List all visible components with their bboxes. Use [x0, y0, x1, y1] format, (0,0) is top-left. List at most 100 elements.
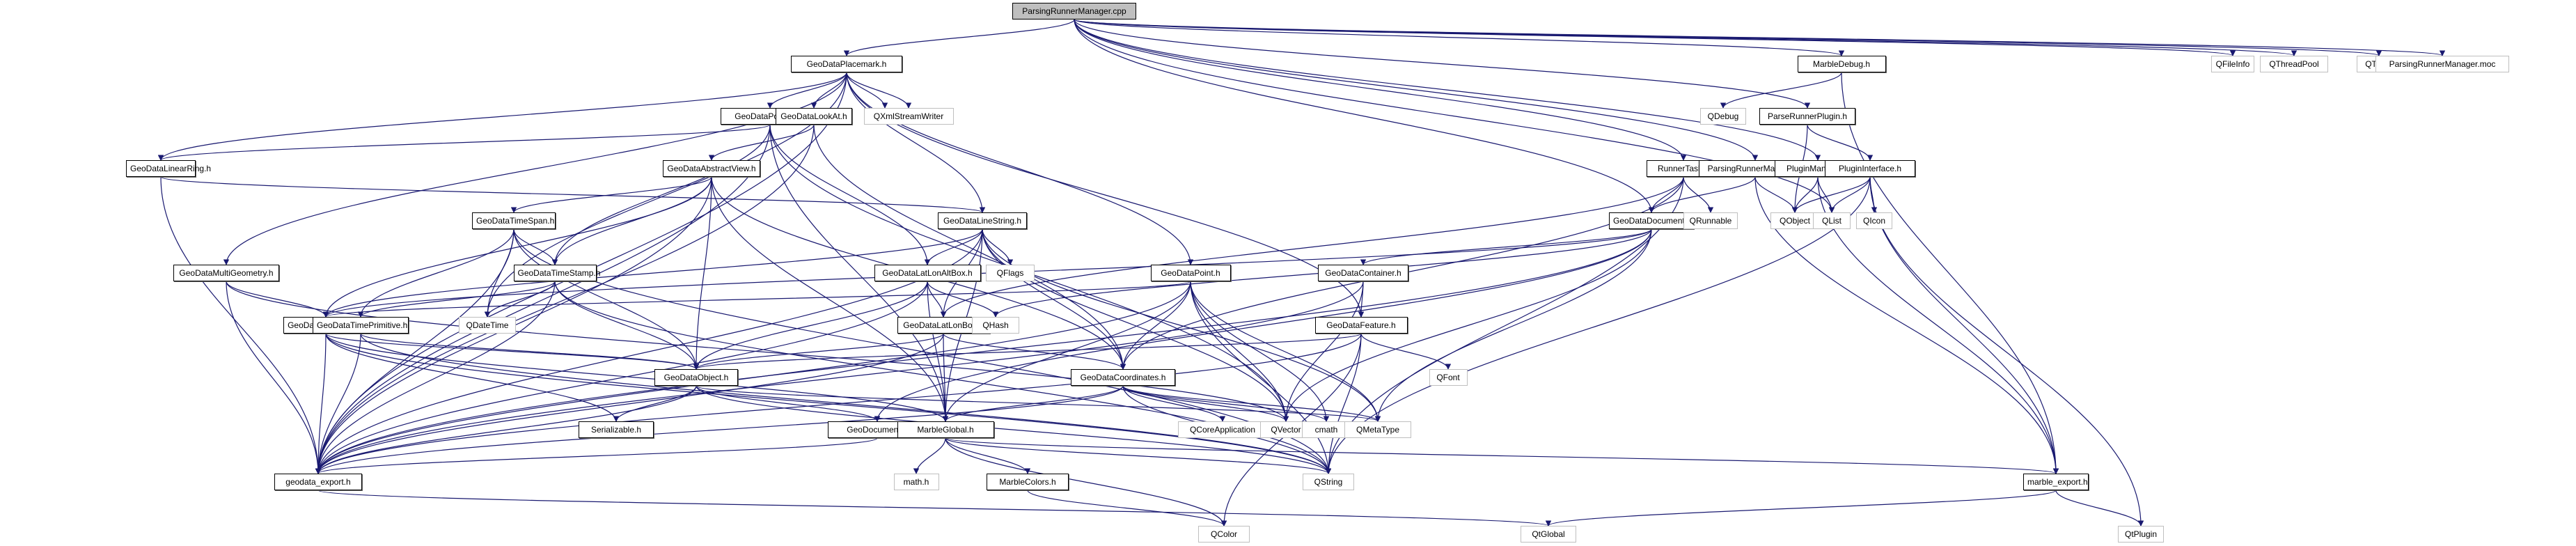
node-cmath: cmath — [1302, 421, 1351, 438]
node-linearring[interactable]: GeoDataLinearRing.h — [126, 160, 211, 177]
node-qfileinfo: QFileInfo — [2211, 56, 2254, 72]
node-serializable[interactable]: Serializable.h — [579, 421, 654, 438]
edge-polygon-to-timestamp — [551, 124, 771, 265]
edge-object-to-serializable — [613, 385, 697, 422]
node-root[interactable]: ParsingRunnerManager.cpp — [1012, 3, 1136, 20]
edge-parsingrunnermanager-to-document — [1648, 176, 1756, 213]
edge-latlonaltbox-to-latlonbox — [927, 281, 947, 318]
edge-marbleglobal-to-qcolor — [945, 437, 1227, 526]
edge-marbleglobal-to-mathh — [913, 437, 946, 474]
node-qtglobal: QtGlobal — [1521, 526, 1576, 543]
node-marbleglobal[interactable]: MarbleGlobal.h — [897, 421, 994, 438]
edge-multigeometry-to-geodataexport — [226, 281, 322, 474]
node-qxml: QXmlStreamWriter — [863, 108, 954, 125]
node-qobject: QObject — [1770, 212, 1819, 229]
edge-document-to-geodataexport — [315, 228, 1652, 474]
edge-placemark-to-linearring — [157, 72, 847, 161]
node-qstring: QString — [1303, 474, 1354, 490]
edge-root-to-runnertask — [1074, 19, 1687, 161]
edge-point-to-qmetatype — [1190, 281, 1381, 422]
node-parserunnerplugin[interactable]: ParseRunnerPlugin.h — [1759, 108, 1855, 125]
edge-coordinates-to-geodataexport — [315, 385, 1124, 474]
node-marbledebug[interactable]: MarbleDebug.h — [1797, 56, 1886, 72]
edge-timespan-to-timeprimitive — [357, 228, 515, 318]
edge-root-to-marbledebug — [1074, 19, 1844, 56]
node-qthreadpool: QThreadPool — [2260, 56, 2328, 72]
edge-abstractview-to-timespan — [510, 176, 712, 213]
node-point[interactable]: GeoDataPoint.h — [1150, 265, 1231, 281]
node-qmetatype: QMetaType — [1344, 421, 1411, 438]
edge-document-to-qvector — [1282, 228, 1652, 422]
node-object[interactable]: GeoDataObject.h — [654, 369, 738, 386]
node-timespan[interactable]: GeoDataTimeSpan.h — [472, 212, 556, 229]
edge-document-to-container — [1360, 228, 1652, 265]
edge-pluginmanager-to-marbleexport — [1817, 176, 2059, 474]
edge-timestamp-to-geodataexport — [315, 281, 556, 474]
edge-marbleexport-to-qtplugin — [2055, 490, 2144, 526]
node-abstractview[interactable]: GeoDataAbstractView.h — [663, 160, 760, 177]
edge-plugininterface-to-qtplugin — [1869, 176, 2144, 526]
node-mathh: math.h — [893, 474, 939, 490]
edge-feature-to-object — [693, 333, 1362, 370]
node-multigeometry[interactable]: GeoDataMultiGeometry.h — [173, 265, 279, 281]
node-timeprimitive[interactable]: GeoDataTimePrimitive.h — [313, 317, 409, 334]
node-plugininterface[interactable]: PluginInterface.h — [1825, 160, 1915, 177]
node-container[interactable]: GeoDataContainer.h — [1318, 265, 1408, 281]
edge-runnertask-to-qrunnable — [1683, 176, 1714, 213]
node-document[interactable]: GeoDataDocument.h — [1609, 212, 1694, 229]
node-linestring[interactable]: GeoDataLineString.h — [938, 212, 1027, 229]
edge-polygon-to-marbleglobal — [769, 124, 949, 422]
edge-object-to-geodataexport — [315, 385, 697, 474]
edge-plugininterface-to-qobject — [1791, 176, 1871, 213]
edge-latlonaltbox-to-geodataexport — [315, 281, 928, 474]
edge-coordinates-to-qvector — [1122, 385, 1289, 422]
node-lookat[interactable]: GeoDataLookAt.h — [776, 108, 852, 125]
node-qcoreapp: QCoreApplication — [1177, 421, 1268, 438]
edge-geodataexport-to-qtglobal — [317, 490, 1551, 526]
edge-linestring-to-qvector — [982, 228, 1289, 422]
edge-parsingrunnermanager-to-qobject — [1754, 176, 1798, 213]
edge-lookat-to-geodataexport — [315, 124, 815, 474]
node-qicon: QIcon — [1856, 212, 1892, 229]
edge-multigeometry-to-geometry — [226, 281, 329, 318]
edge-parserunnerplugin-to-plugininterface — [1807, 124, 1874, 161]
edge-marbledebug-to-qdebug — [1720, 72, 1842, 109]
edge-coordinates-to-cmath — [1122, 385, 1330, 422]
node-coordinates[interactable]: GeoDataCoordinates.h — [1071, 369, 1175, 386]
edge-polygon-to-linearring — [158, 124, 771, 161]
edge-point-to-qstring — [1190, 281, 1332, 474]
edge-feature-to-qfont — [1360, 333, 1452, 370]
edge-linearring-to-geodataexport — [160, 176, 322, 474]
edge-object-to-qstring — [696, 385, 1332, 474]
edge-linearring-to-linestring — [160, 176, 985, 213]
edge-geodocument-to-geodataexport — [315, 437, 878, 474]
edge-point-to-geometry — [323, 281, 1191, 318]
node-qcolor: QColor — [1198, 526, 1250, 543]
edge-root-to-parsingrunnermanager — [1074, 19, 1759, 161]
node-timestamp[interactable]: GeoDataTimeStamp.h — [513, 265, 600, 281]
node-qdebug: QDebug — [1700, 108, 1746, 125]
node-feature[interactable]: GeoDataFeature.h — [1314, 317, 1408, 334]
edge-lookat-to-abstractview — [708, 124, 815, 161]
edge-placemark-to-point — [846, 72, 1194, 265]
edge-latlonaltbox-to-marbleglobal — [927, 281, 949, 422]
node-marbleexport[interactable]: marble_export.h — [2023, 474, 2089, 490]
edge-linestring-to-geometry — [322, 228, 983, 318]
edge-coordinates-to-qmetatype — [1122, 385, 1381, 422]
edge-feature-to-geodataexport — [315, 333, 1362, 474]
node-geodataexport[interactable]: geodata_export.h — [274, 474, 362, 490]
node-marblecolors[interactable]: MarbleColors.h — [987, 474, 1069, 490]
edge-coordinates-to-qcoreapp — [1122, 385, 1226, 422]
node-latlonaltbox[interactable]: GeoDataLatLonAltBox.h — [874, 265, 981, 281]
edge-abstractview-to-object — [693, 176, 712, 370]
edge-marbleglobal-to-qstring — [945, 437, 1331, 474]
node-placemark[interactable]: GeoDataPlacemark.h — [791, 56, 902, 72]
node-qflags: QFlags — [986, 265, 1035, 281]
edge-marbledebug-to-marbleexport — [1841, 72, 2059, 474]
edge-latlonbox-to-object — [693, 333, 944, 370]
edge-point-to-coordinates — [1120, 281, 1191, 370]
edge-plugininterface-to-qlist — [1828, 176, 1871, 213]
edge-latlonbox-to-geodataexport — [315, 333, 944, 474]
edge-marbleglobal-to-marblecolors — [945, 437, 1031, 474]
